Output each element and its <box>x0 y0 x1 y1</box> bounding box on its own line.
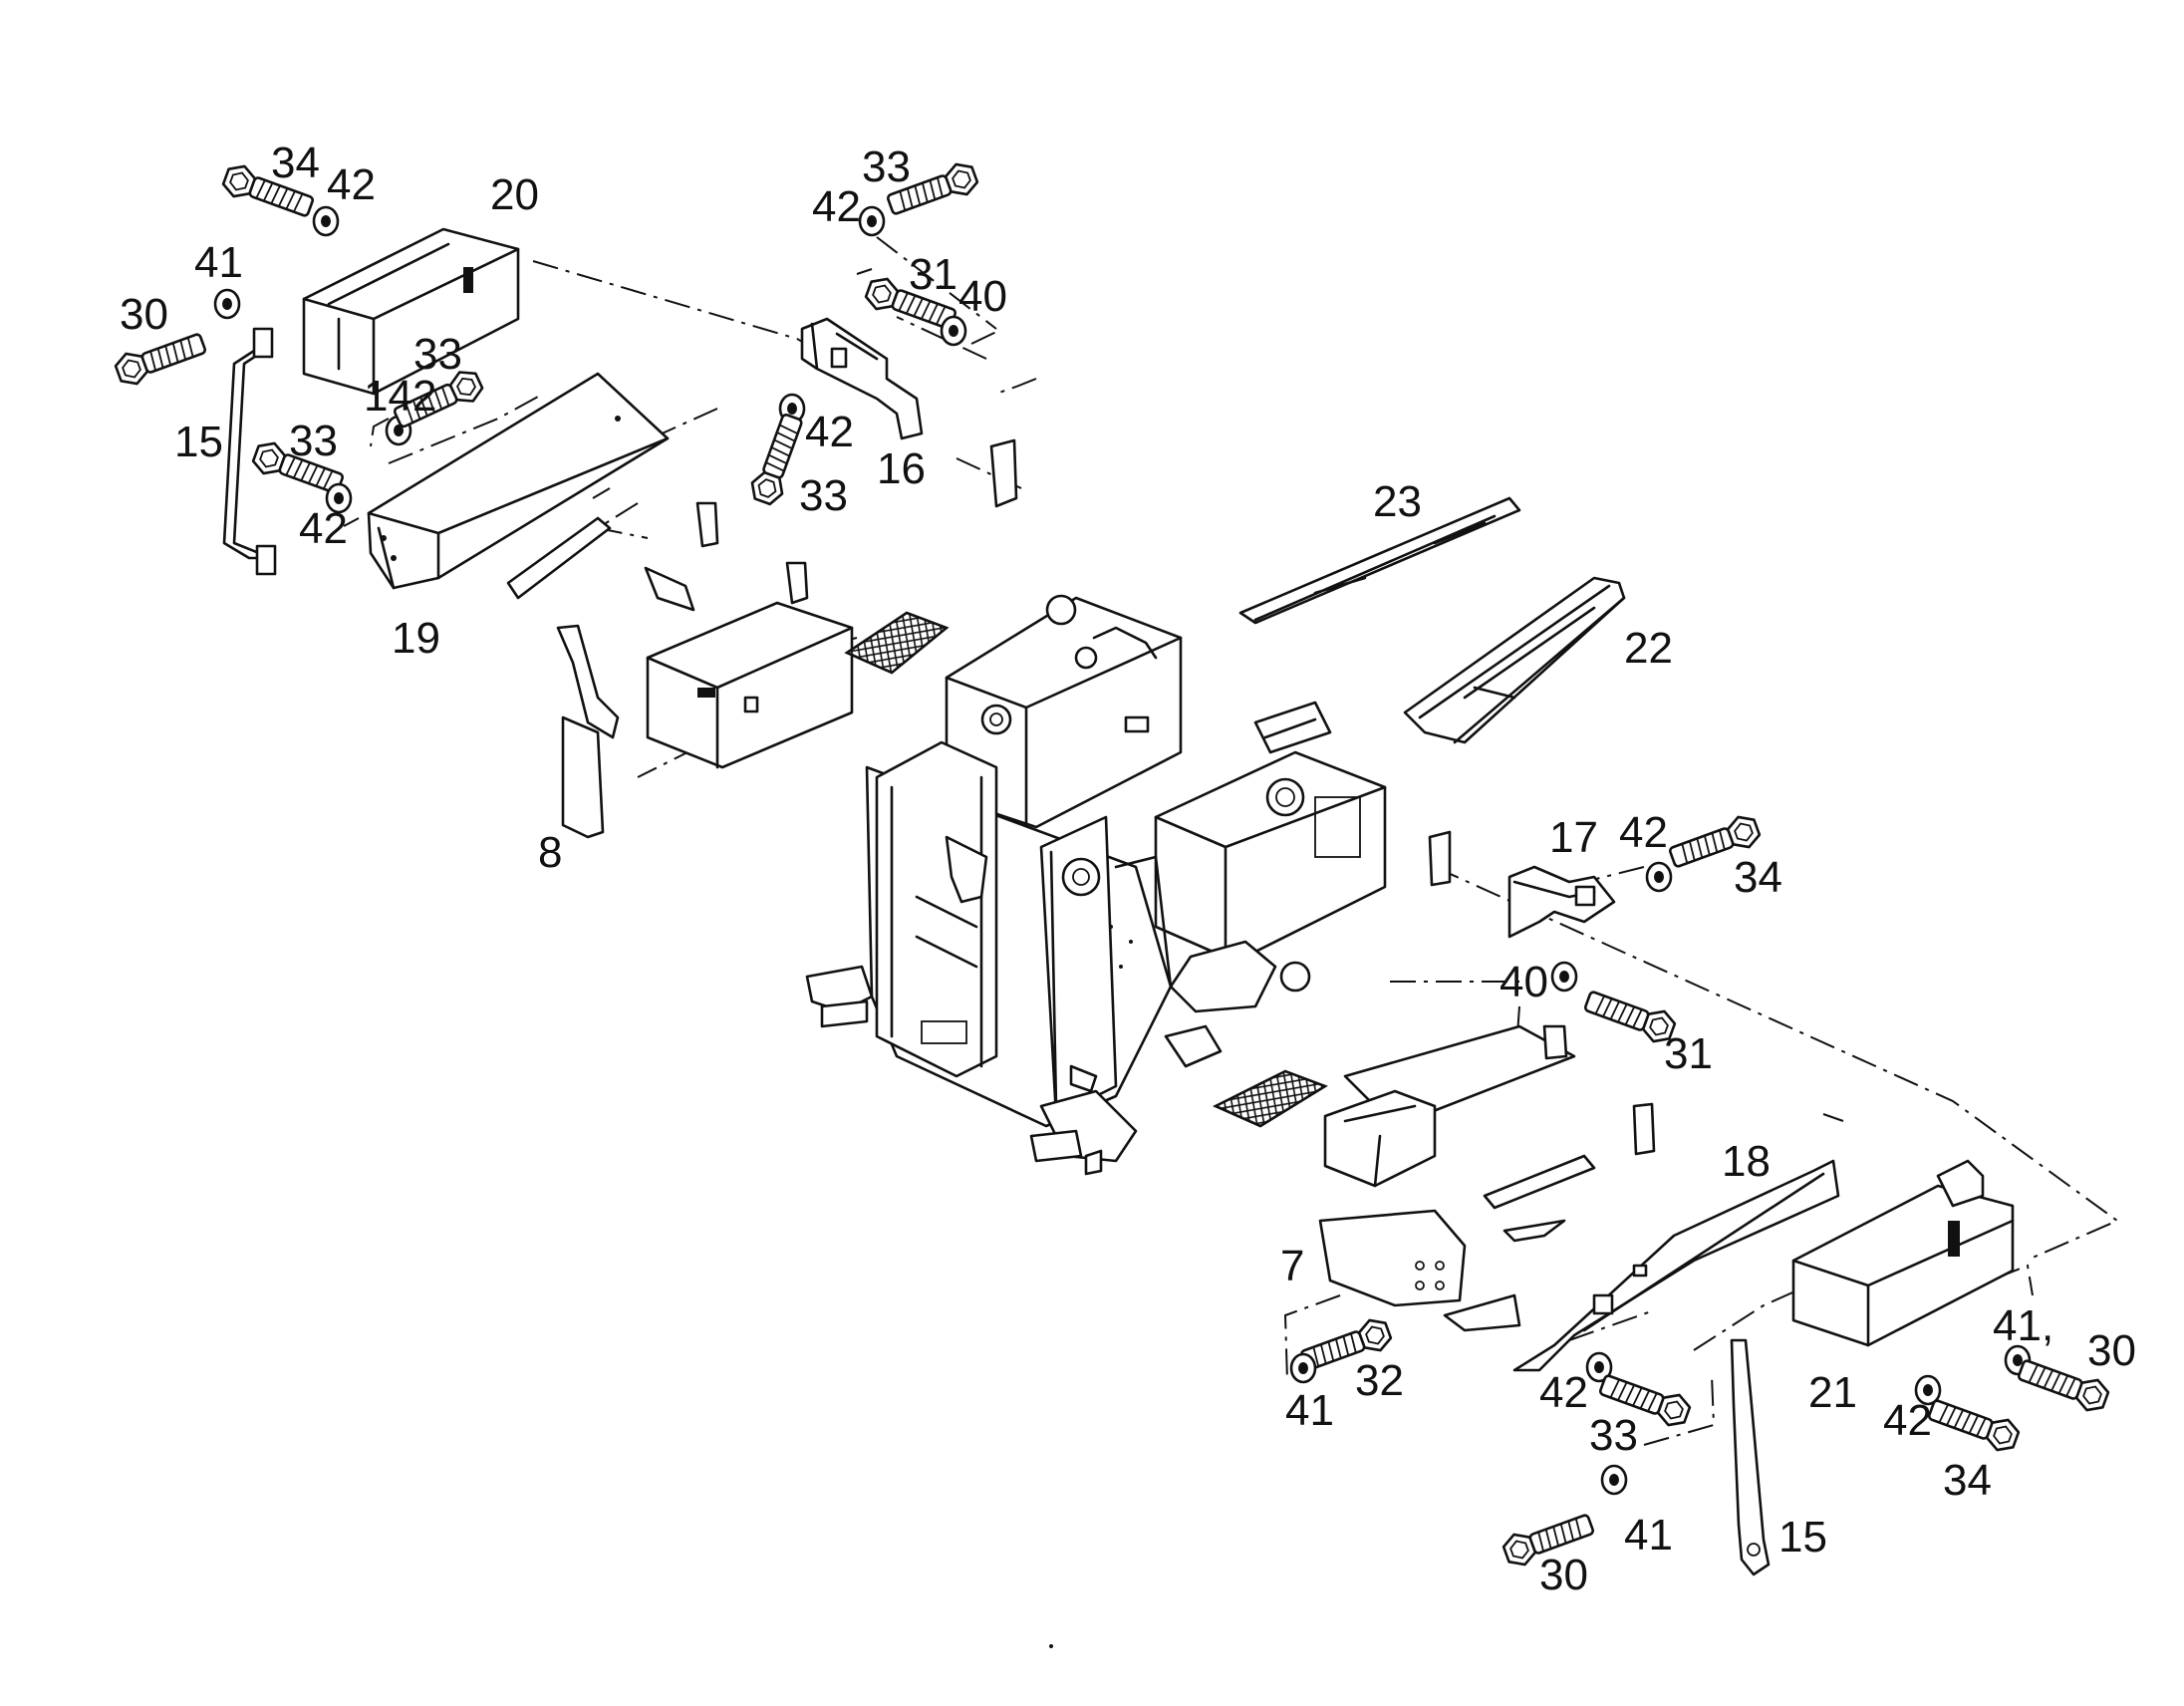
part-15-grab-handle-right <box>1730 1338 1771 1576</box>
washer-icon <box>1550 961 1578 993</box>
part-23-rail <box>1238 496 1521 625</box>
callout-label: 18 <box>1722 1137 1771 1186</box>
callout-label: 30 <box>120 290 168 339</box>
part-15-grab-handle-left <box>222 327 277 576</box>
part-7-step-assembly <box>1212 1024 1656 1332</box>
callout-label: 33 <box>862 142 911 191</box>
callout-label: 30 <box>1539 1551 1588 1599</box>
part-22-rail <box>1403 576 1626 744</box>
part-21-guard-bracket <box>1791 1159 2015 1347</box>
callout-label: 16 <box>877 444 926 493</box>
callout-label: 31 <box>909 250 957 299</box>
callout-label: 41 <box>194 238 243 287</box>
callout-label: 42 <box>327 160 376 209</box>
washer-icon <box>1645 861 1673 893</box>
part-20-guard-bracket <box>302 227 520 396</box>
washer-icon <box>940 315 967 347</box>
callout-label: 42 <box>1539 1368 1588 1417</box>
assembly-lines <box>343 236 2120 1446</box>
callout-label: 22 <box>1624 624 1673 673</box>
callout-label: 42 <box>812 182 861 231</box>
callout-label: 41, <box>1993 1301 2053 1350</box>
callout-label: 34 <box>1943 1456 1992 1505</box>
callout-label: 33 <box>289 417 338 465</box>
stray-dot <box>1049 1644 1053 1648</box>
callout-label: 21 <box>1808 1368 1857 1417</box>
callout-label: 42 <box>299 504 348 553</box>
callout-label: 34 <box>271 139 320 187</box>
callout-label: 33 <box>1589 1411 1638 1460</box>
part-8-step-assembly <box>506 501 950 839</box>
callout-label: 42 <box>1883 1396 1932 1445</box>
washer-icon <box>312 205 340 237</box>
callout-label: 31 <box>1664 1029 1713 1078</box>
washer-icon <box>1289 1352 1317 1384</box>
callout-label: 15 <box>1778 1513 1827 1562</box>
callout-label: 40 <box>1500 958 1548 1006</box>
callout-label: 8 <box>538 828 562 877</box>
callout-label: 34 <box>1734 853 1782 902</box>
callout-label: 20 <box>490 170 539 219</box>
callout-label: 23 <box>1373 477 1422 526</box>
callout-label: 33 <box>799 471 848 520</box>
callout-label: 32 <box>1355 1356 1404 1405</box>
washer-icon <box>1600 1464 1628 1496</box>
callout-label: 142 <box>364 372 436 421</box>
callout-labels: 34 42 20 41 30 33 142 15 33 42 19 33 42 … <box>120 139 2136 1599</box>
callout-label: 33 <box>413 330 462 379</box>
callout-label: 42 <box>805 408 854 456</box>
callout-label: 17 <box>1549 813 1598 862</box>
callout-label: 42 <box>1619 808 1668 857</box>
washer-icon <box>213 288 241 320</box>
callout-label: 7 <box>1280 1242 1304 1290</box>
callout-label: 40 <box>958 272 1007 321</box>
callout-label: 41 <box>1624 1511 1673 1560</box>
callout-label: 15 <box>174 418 223 466</box>
callout-label: 30 <box>2087 1326 2136 1375</box>
part-18-frame-plate <box>1512 1159 1840 1372</box>
washer-icon <box>858 205 886 237</box>
callout-label: 41 <box>1285 1386 1334 1435</box>
part-17-bracket-right <box>1428 830 1616 939</box>
part-19-frame-plate <box>367 372 670 590</box>
callout-label: 19 <box>392 614 440 663</box>
bolt-icon <box>1924 1392 2023 1457</box>
main-frame-body <box>805 594 1387 1176</box>
part-16-bracket-left <box>800 317 1018 508</box>
